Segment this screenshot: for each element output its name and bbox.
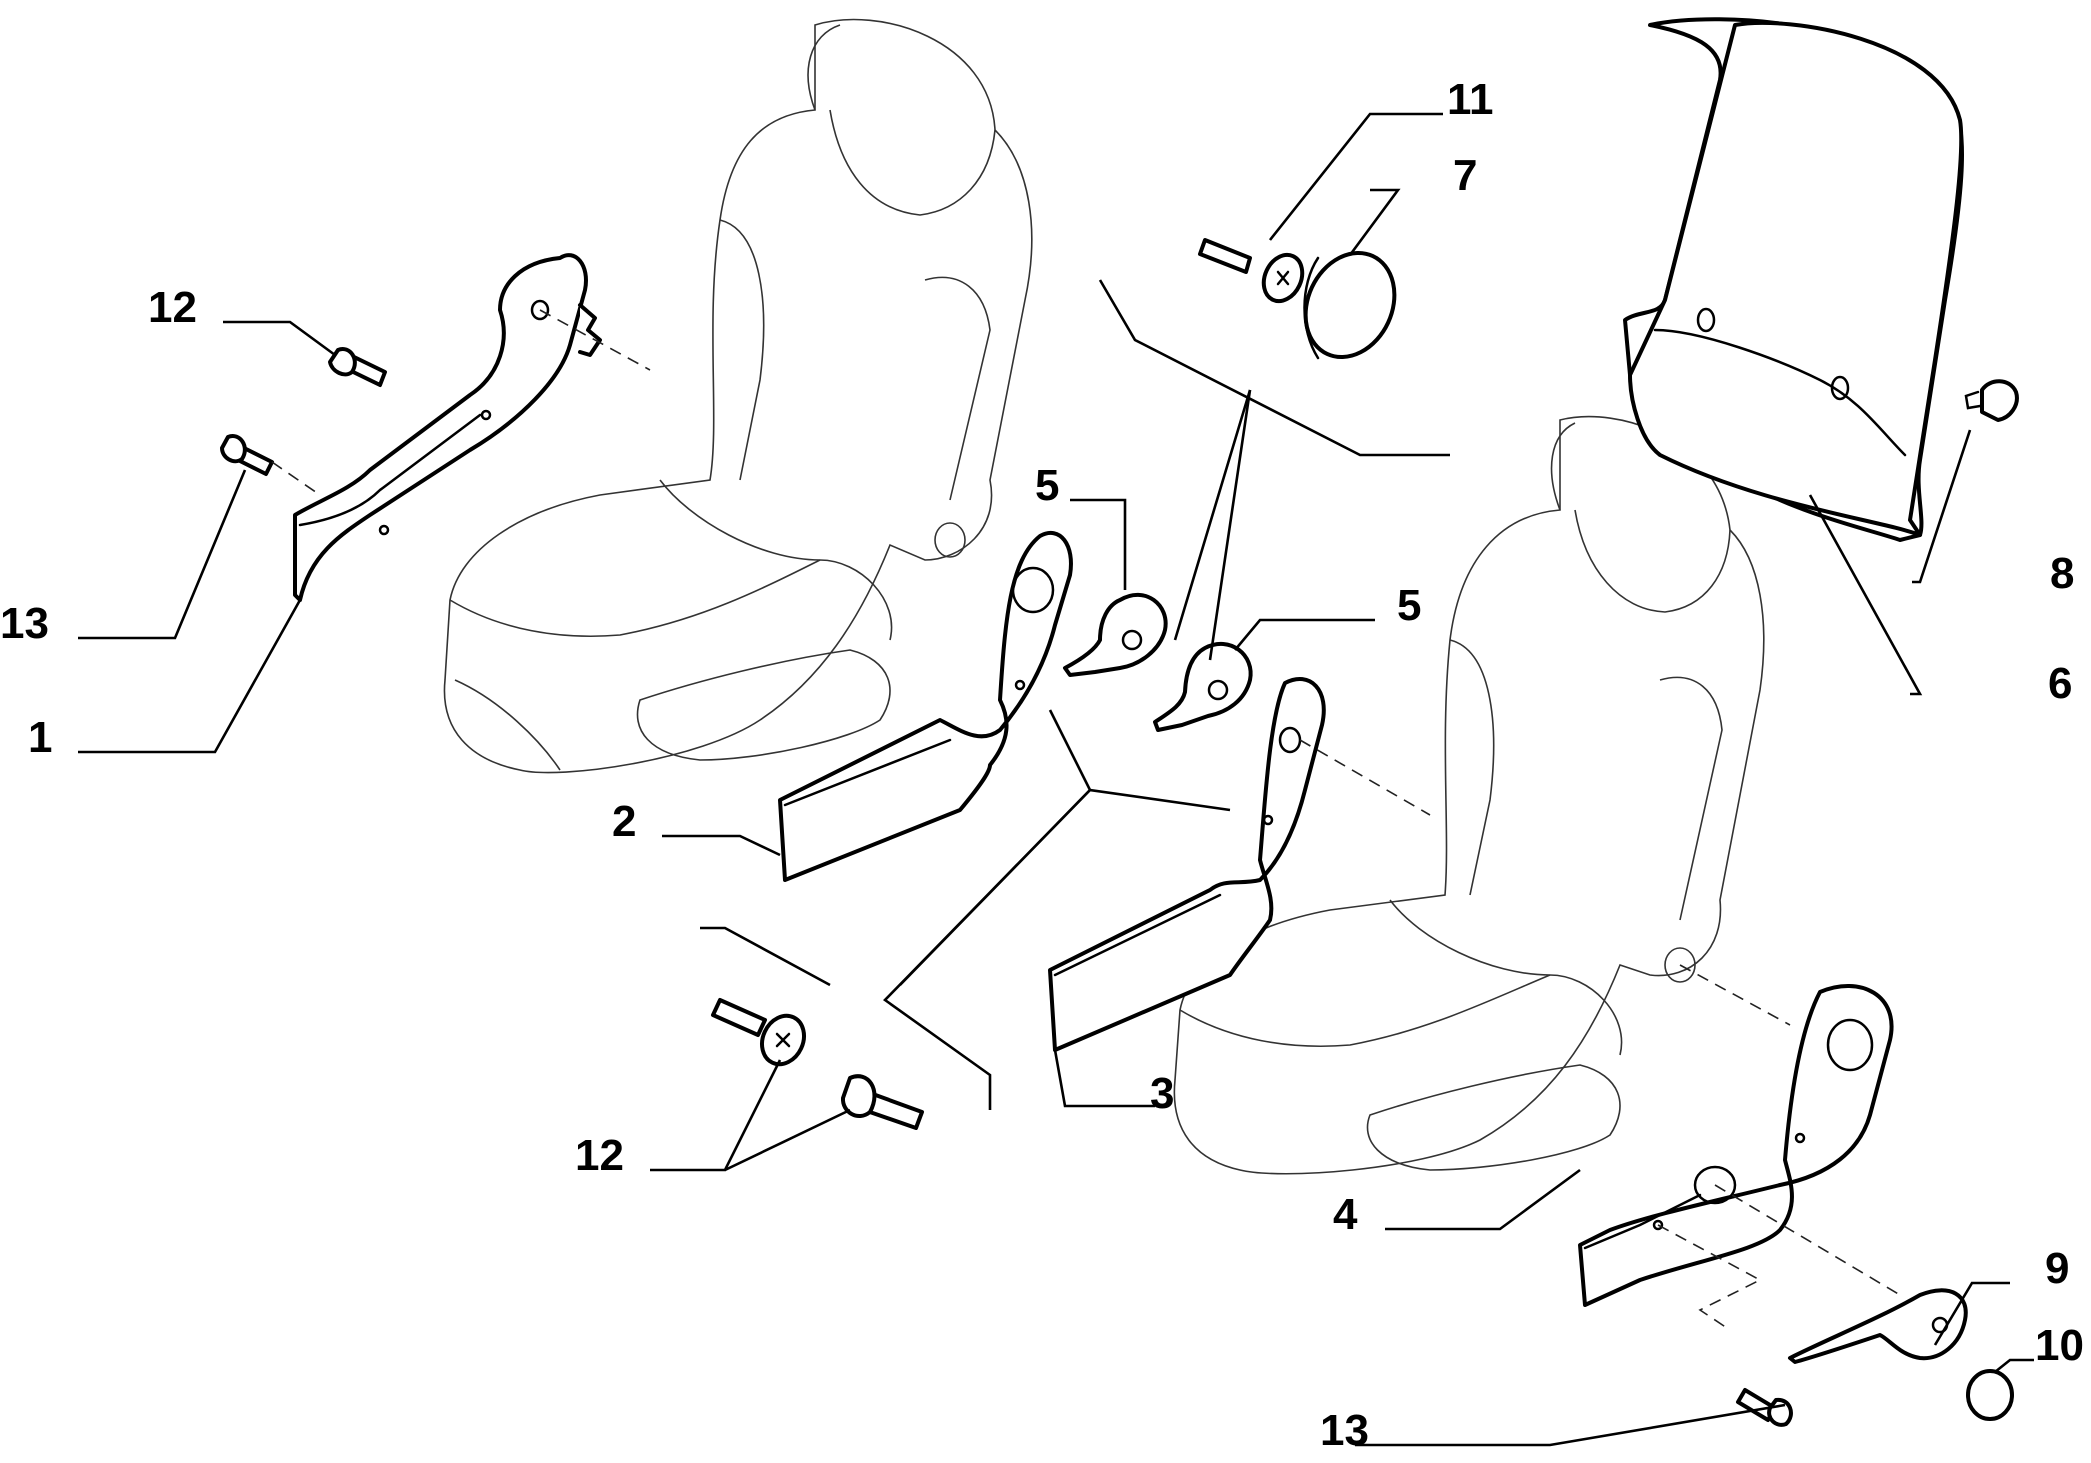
left-seat [443,18,1033,774]
seat-side-trim-4 [1578,984,1894,1307]
callout-11: 11 [1447,75,1494,124]
callout-12b: 12 [575,1131,624,1180]
backrest-rear-panel [1623,17,1965,542]
seat-side-trim-1 [293,253,602,602]
hinge-cover-5b [1153,641,1253,732]
callout-6: 6 [2048,659,2072,708]
callout-9: 9 [2045,1244,2069,1293]
callout-3: 3 [1150,1069,1174,1118]
callouts: 1 2 3 4 5 5 6 7 8 9 10 11 12 12 13 13 [0,75,2084,1455]
callout-4: 4 [1333,1190,1358,1239]
hinge-cover-5a [1063,592,1168,677]
screw-13a [220,434,274,476]
callout-5a: 5 [1035,461,1059,510]
screw-12b [711,998,806,1067]
callout-2: 2 [612,797,636,846]
alignment-lines [271,309,1901,1331]
callout-8: 8 [2050,549,2074,598]
release-lever-9 [1788,1288,1968,1364]
leader-lines [78,112,2034,1447]
screw-11 [1198,238,1305,304]
callout-10: 10 [2035,1321,2084,1370]
callout-1: 1 [28,713,52,762]
callout-12a: 12 [148,283,197,332]
callout-5b: 5 [1397,581,1421,630]
screw-12c [841,1074,924,1130]
seat-side-trim-2 [778,531,1073,882]
right-seat [1173,415,1765,1175]
push-clip-8 [1964,379,2019,422]
callout-13a: 13 [0,599,49,648]
callout-13b: 13 [1320,1406,1369,1455]
callout-7: 7 [1453,151,1477,200]
screw-12a [328,347,387,387]
small-cap-10 [1966,1369,2014,1421]
round-cap-7 [1303,250,1397,360]
